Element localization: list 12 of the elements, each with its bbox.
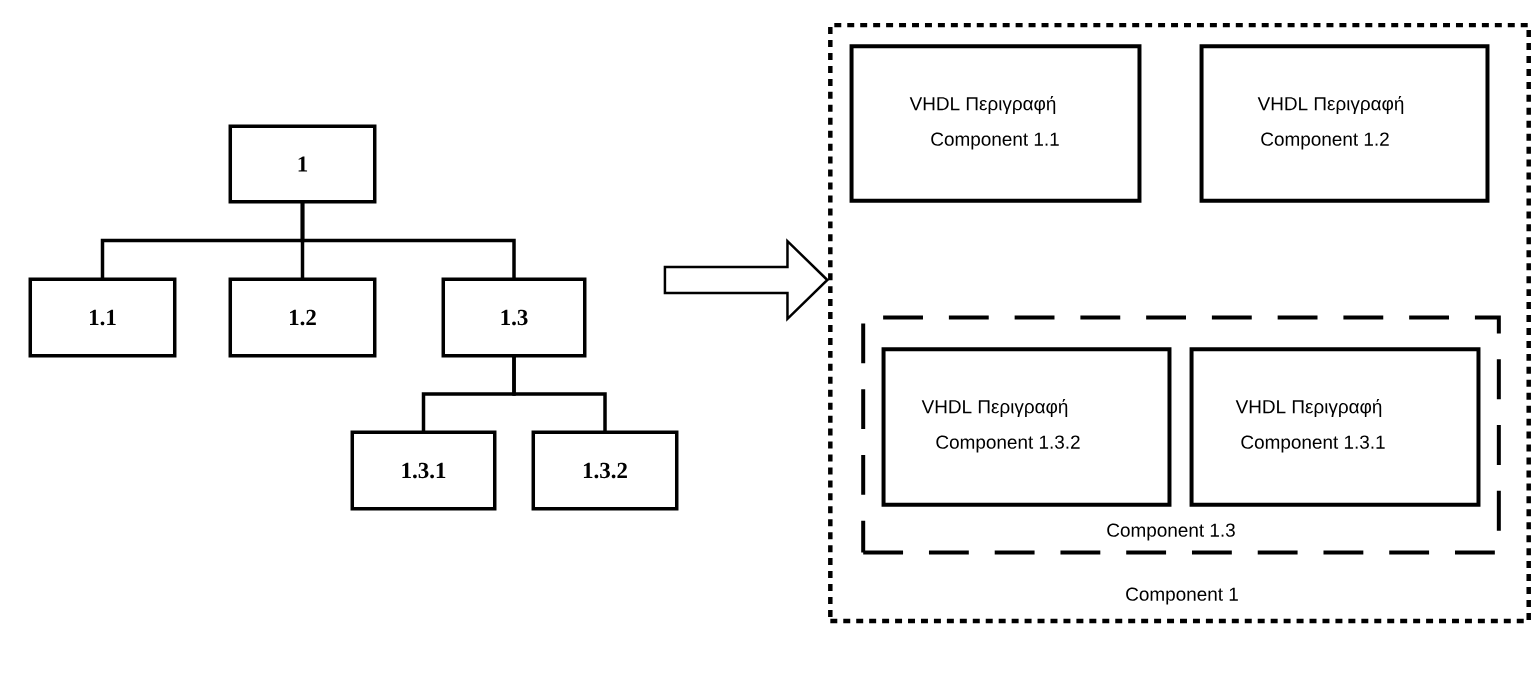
hierarchy-box: 1.1 xyxy=(28,277,177,358)
component-box: VHDL Περιγραφή Component 1.3.2 xyxy=(881,347,1172,507)
hierarchy-box: 1 xyxy=(228,124,377,204)
hierarchy-box: 1.3.2 xyxy=(531,430,679,511)
component-box: VHDL Περιγραφή Component 1.1 xyxy=(849,44,1142,203)
component-box: VHDL Περιγραφή Component 1.2 xyxy=(1199,44,1490,203)
hierarchy-box: 1.3.1 xyxy=(350,430,497,511)
connector-line xyxy=(512,355,607,433)
component-box: VHDL Περιγραφή Component 1.3.1 xyxy=(1189,347,1481,507)
connector-line xyxy=(300,201,516,280)
hierarchy-box: 1.3 xyxy=(441,277,587,358)
hierarchy-box: 1.2 xyxy=(228,277,377,358)
